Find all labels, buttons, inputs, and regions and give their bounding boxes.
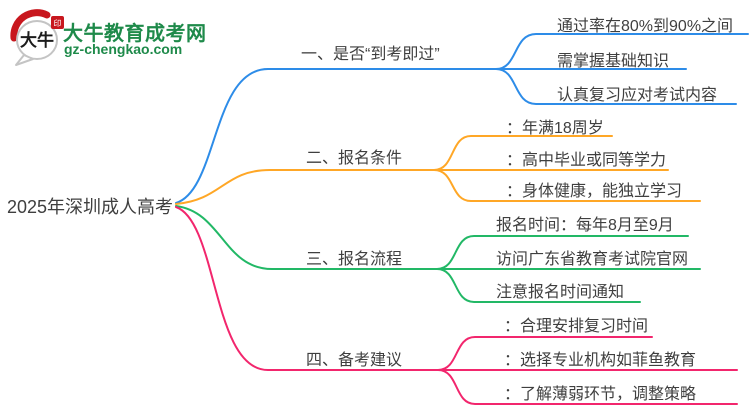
branch-4-child-2: ：选择专业机构如菲鱼教育 xyxy=(504,352,697,369)
child-line xyxy=(495,33,749,70)
branch-2-child-2: ：高中毕业或同等学力 xyxy=(506,152,667,169)
branch-line xyxy=(175,169,435,205)
logo-red-arc xyxy=(10,9,51,42)
logo-speech-bubble xyxy=(16,20,58,60)
logo-seal xyxy=(51,16,64,29)
branch-connectors-1 xyxy=(175,33,749,204)
branch-2-child-1: ：年满18周岁 xyxy=(506,120,604,137)
child-line xyxy=(436,268,641,303)
branch-2-label: 二、报名条件 xyxy=(306,150,403,167)
child-line xyxy=(437,336,653,371)
branch-1-label: 一、是否“到考即过” xyxy=(301,46,440,63)
branch-1-child-1: 通过率在80%到90%之间 xyxy=(557,18,734,35)
logo-characters: 大牛 xyxy=(20,30,54,50)
branch-connectors-2 xyxy=(175,135,701,205)
branch-4-child-1: ：合理安排复习时间 xyxy=(504,318,649,335)
branch-connectors-3 xyxy=(175,205,701,303)
branch-line xyxy=(175,68,497,204)
brand-domain: gz-chengkao.com xyxy=(64,41,183,57)
branch-line xyxy=(175,206,439,371)
branch-4-label: 四、备考建议 xyxy=(306,352,403,369)
branch-1-child-2: 需掌握基础知识 xyxy=(557,53,670,70)
branch-3-label: 三、报名流程 xyxy=(306,251,403,268)
brand-name: 大牛教育成考网 xyxy=(63,23,207,45)
branch-4-child-3: ：了解薄弱环节，调整策略 xyxy=(504,386,697,403)
central-topic: 2025年深圳成人高考 xyxy=(7,197,174,217)
branch-1-child-3: 认真复习应对考试内容 xyxy=(557,87,718,104)
branch-3-child-2: 访问广东省教育考试院官网 xyxy=(496,251,689,268)
branch-connectors-4 xyxy=(175,206,738,405)
logo-bubble-tail xyxy=(15,54,34,66)
logo-seal-mark: 印 xyxy=(54,19,62,28)
logo-mark-icon: 大牛 印 xyxy=(10,9,64,66)
branch-line xyxy=(175,205,438,270)
branch-3-child-1: 报名时间：每年8月至9月 xyxy=(496,217,674,234)
site-logo: 大牛 印 大牛教育成考网 gz-chengkao.com xyxy=(0,0,230,70)
branch-3-child-3: 注意报名时间通知 xyxy=(496,284,625,301)
child-line xyxy=(495,68,737,105)
child-line xyxy=(433,169,701,202)
child-line xyxy=(433,135,613,171)
child-line xyxy=(436,235,689,270)
child-line xyxy=(437,369,738,405)
branch-2-child-3: ：身体健康，能独立学习 xyxy=(506,183,683,200)
